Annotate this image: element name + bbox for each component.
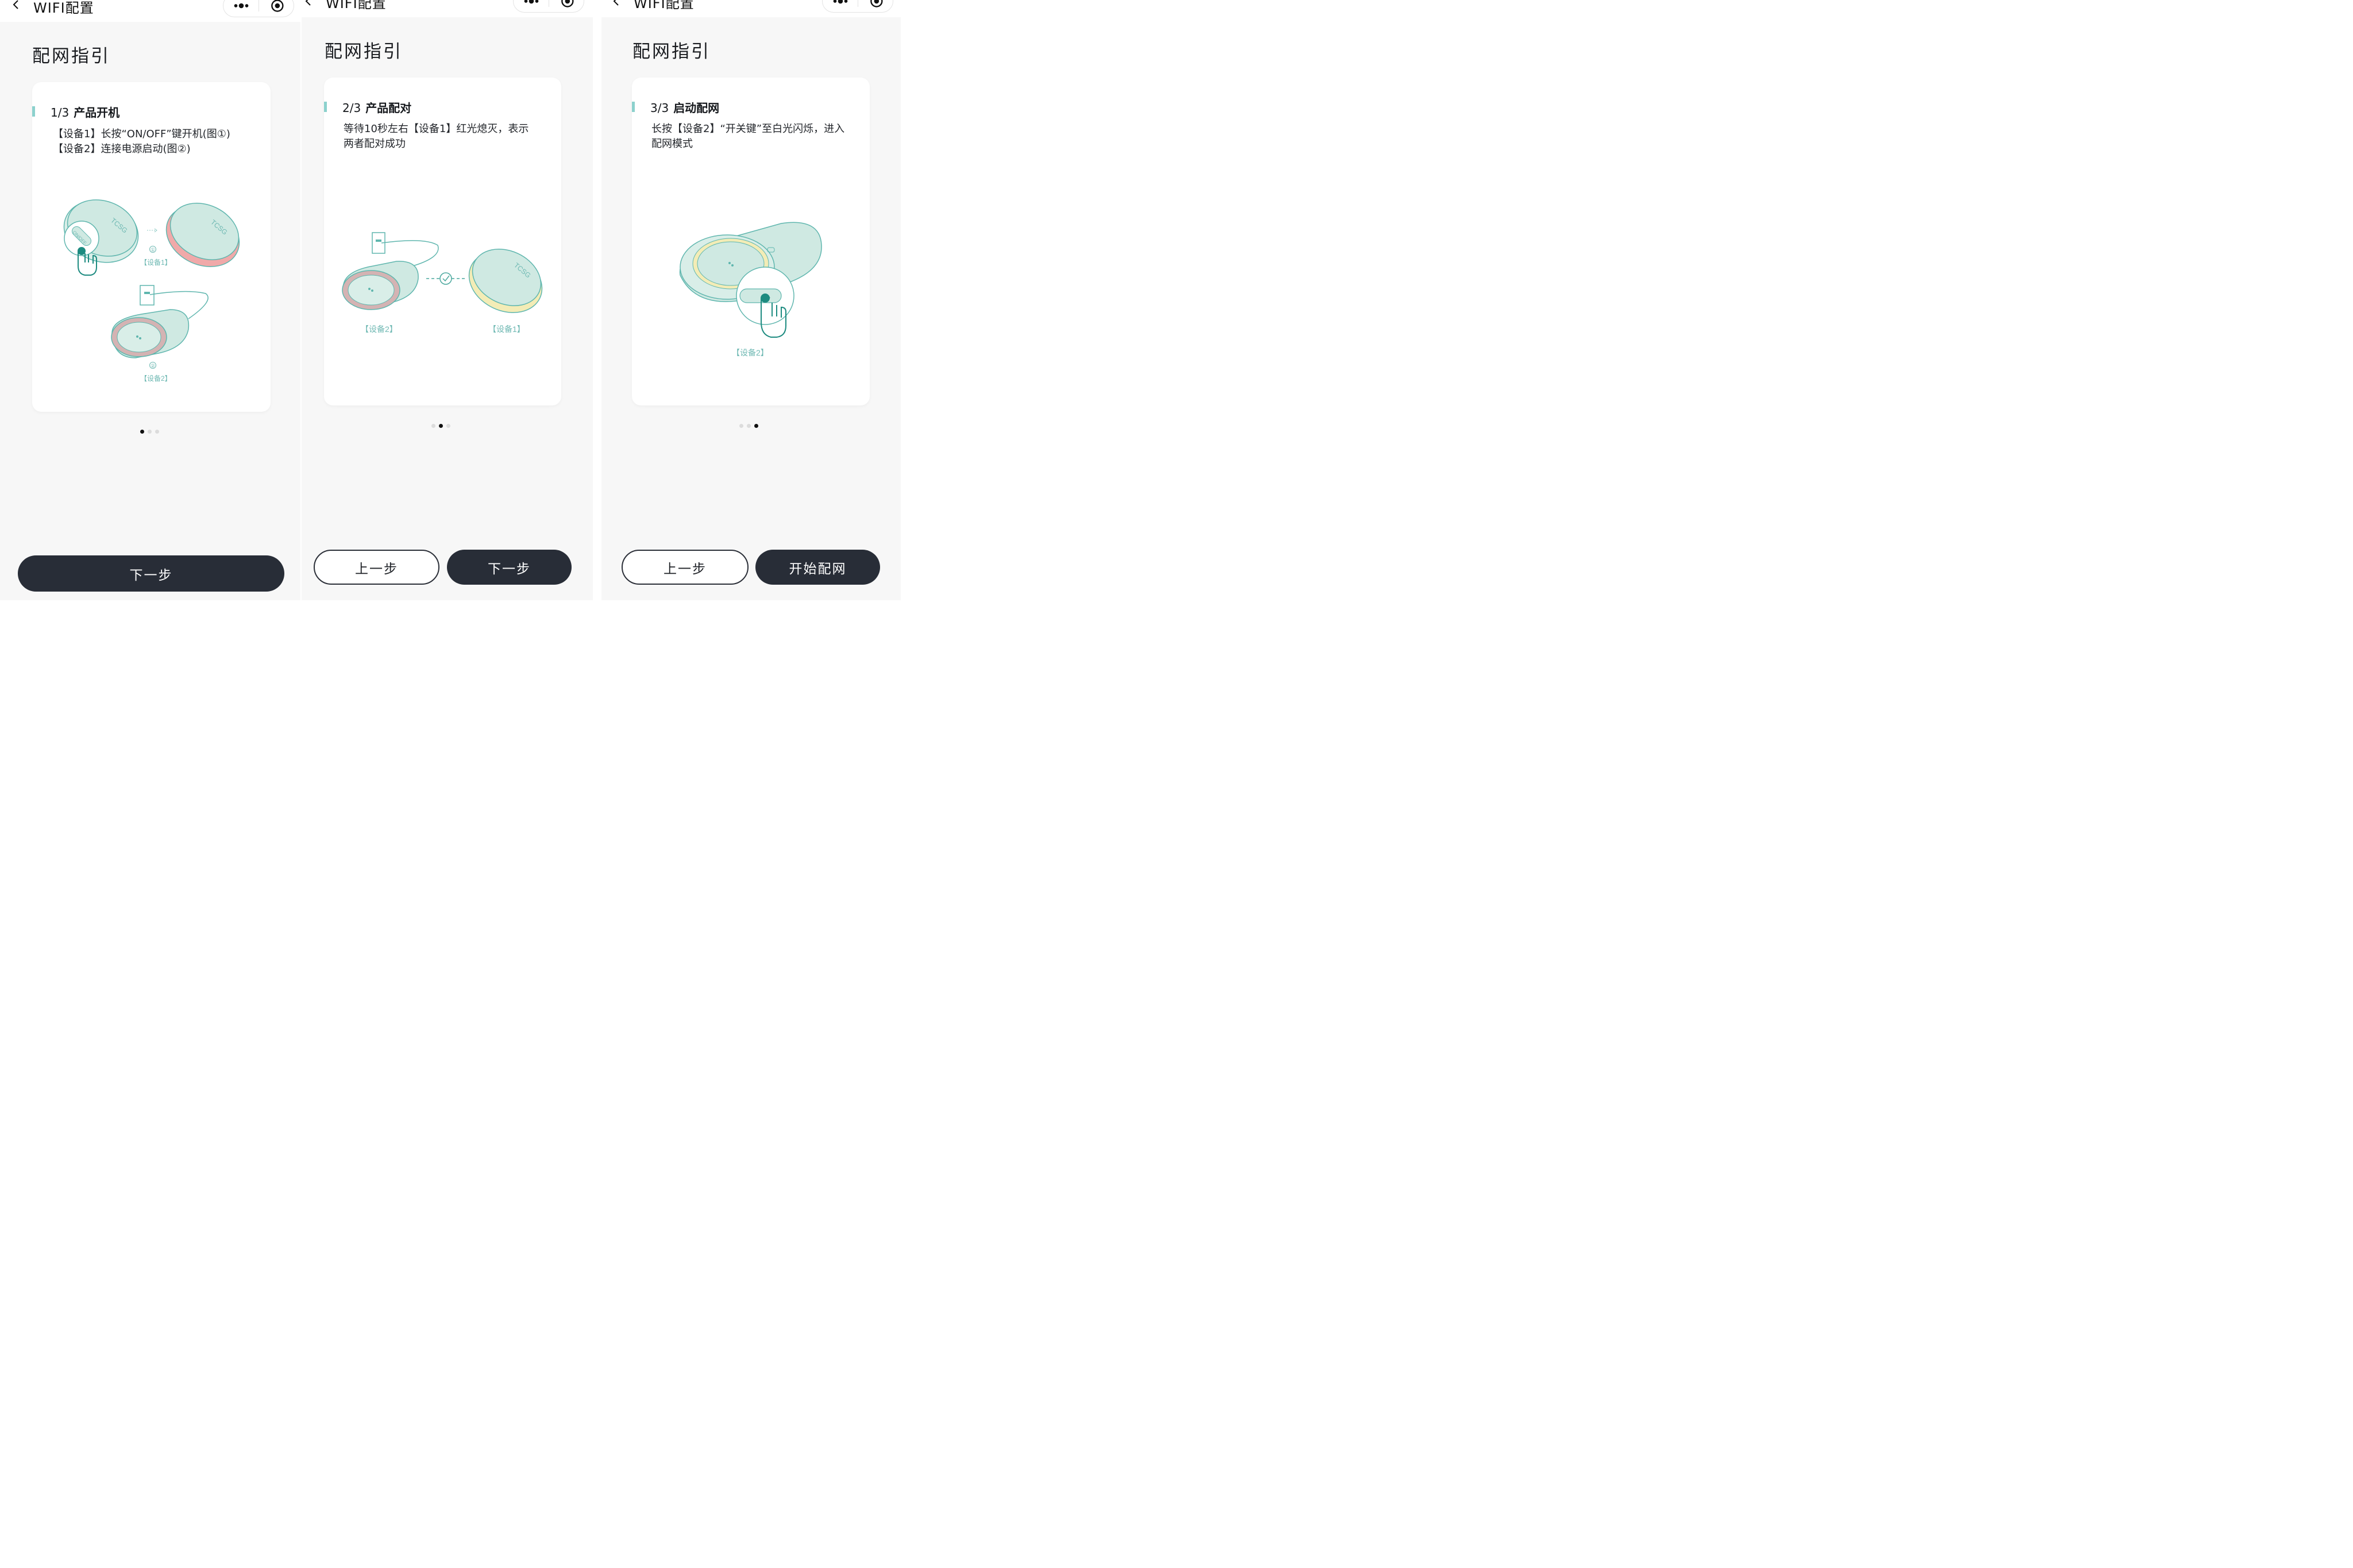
nav-title: WIFI配置 — [33, 0, 94, 16]
pager-dot — [747, 424, 751, 428]
device2-illustration — [111, 309, 190, 358]
accent-bar — [632, 102, 635, 112]
chevron-left-icon[interactable] — [612, 0, 621, 6]
start-network-button[interactable]: 开始配网 — [755, 550, 880, 585]
nav-title: WIFI配置 — [634, 0, 695, 11]
mini-program-capsule — [822, 0, 893, 13]
guide-card: 1/3 产品开机 【设备1】长按“ON/OFF”键开机(图①) 【设备2】连接电源… — [32, 82, 271, 412]
page-heading: 配网指引 — [32, 46, 110, 67]
hand-press-icon — [78, 247, 97, 276]
step-title-text: 产品配对 — [365, 101, 412, 115]
figure-marker-2 — [149, 362, 156, 369]
more-dots-icon[interactable] — [514, 0, 549, 12]
pager-dot-active — [439, 424, 443, 428]
power-outlet-icon — [372, 232, 385, 254]
more-dots-icon[interactable] — [223, 0, 259, 17]
step-description: 等待10秒左右【设备1】红光熄灭，表示 两者配对成功 — [344, 122, 529, 152]
next-step-button[interactable]: 下一步 — [447, 550, 572, 585]
pager-dot — [148, 430, 152, 434]
step-desc-line: 长按【设备2】“开关键”至白光闪烁，进入 — [651, 123, 845, 135]
screen-step-2: WIFI配置 配网指引 2/3 产品配对 等待10秒左右【设备1】红光熄灭，表示 … — [302, 0, 593, 600]
nav-bar: WIFI配置 — [601, 0, 901, 17]
target-icon[interactable] — [548, 0, 584, 12]
mini-program-capsule — [513, 0, 584, 13]
device1-illustration: TCSG ON/OFF — [63, 199, 139, 276]
step-desc-line: 配网模式 — [651, 138, 693, 150]
figure-number-2: ② — [151, 363, 155, 369]
check-circle-icon — [439, 272, 452, 285]
illustration-pairing: TCSG 【设备2】 【设备1】 — [342, 232, 543, 334]
pager-dot — [739, 424, 743, 428]
prev-step-button[interactable]: 上一步 — [314, 550, 439, 585]
target-icon[interactable] — [857, 0, 893, 12]
power-cable — [381, 240, 439, 268]
page-heading: 配网指引 — [325, 41, 403, 62]
step-desc-line: 两者配对成功 — [344, 138, 406, 150]
device2-caption: 【设备2】 — [140, 374, 172, 383]
pager-dot-active — [754, 424, 758, 428]
pager-dot-active — [140, 430, 144, 434]
device1-on-illustration: TCSG — [165, 203, 240, 267]
step-number: 3/3 — [650, 101, 669, 115]
arrow-head — [154, 228, 157, 233]
accent-bar — [32, 106, 35, 117]
nav-title: WIFI配置 — [326, 0, 387, 11]
step-desc-line: 【设备2】连接电源启动(图②) — [53, 143, 191, 155]
power-cable — [149, 291, 209, 319]
step-description: 长按【设备2】“开关键”至白光闪烁，进入 配网模式 — [651, 122, 844, 152]
pager-dots — [739, 424, 762, 428]
illustration-power-on: TCSG ON/OFF ① 【设备1】 TCSG — [63, 199, 240, 383]
prev-step-button[interactable]: 上一步 — [622, 550, 749, 585]
step-description: 【设备1】长按“ON/OFF”键开机(图①) 【设备2】连接电源启动(图②) — [53, 127, 230, 157]
device1-caption: 【设备1】 — [488, 325, 525, 334]
pager-dot — [446, 424, 450, 428]
device1-illustration: TCSG — [468, 249, 543, 313]
nav-bar: WIFI配置 — [302, 0, 593, 17]
device1-caption: 【设备1】 — [140, 258, 172, 267]
screen-step-1: WIFI配置 配网指引 1/3 产品开机 【设备1】长按“ON/OFF”键开机(图… — [0, 0, 300, 600]
chevron-left-icon[interactable] — [11, 0, 21, 9]
guide-card: 3/3 启动配网 长按【设备2】“开关键”至白光闪烁，进入 配网模式 【设备2】 — [632, 78, 870, 405]
step-title: 2/3 产品配对 — [342, 99, 411, 115]
device2-caption: 【设备2】 — [361, 325, 398, 334]
mini-program-capsule — [223, 0, 294, 17]
check-mark — [442, 275, 450, 282]
step-title-text: 产品开机 — [74, 106, 120, 119]
step-number: 2/3 — [342, 101, 361, 115]
device2-illustration — [342, 261, 419, 310]
step-title: 1/3 产品开机 — [51, 103, 119, 120]
step-desc-line: 【设备1】长按“ON/OFF”键开机(图①) — [53, 128, 230, 140]
figure-number-1: ① — [151, 247, 155, 253]
step-title: 3/3 启动配网 — [650, 99, 719, 115]
step-title-text: 启动配网 — [673, 101, 720, 115]
pager-dot — [155, 430, 159, 434]
target-icon[interactable] — [258, 0, 294, 17]
chevron-left-icon[interactable] — [304, 0, 313, 6]
illustration-network-mode: 【设备2】 — [679, 222, 822, 357]
step-number: 1/3 — [51, 106, 70, 119]
step-desc-line: 等待10秒左右【设备1】红光熄灭，表示 — [344, 123, 529, 135]
pager-dot — [431, 424, 435, 428]
hand-press-icon — [761, 293, 786, 338]
accent-bar — [324, 102, 327, 112]
figure-marker-1 — [149, 246, 156, 253]
nav-bar: WIFI配置 — [0, 0, 300, 22]
screen-step-3: WIFI配置 配网指引 3/3 启动配网 长按【设备2】“开关键”至白光闪烁，进入… — [601, 0, 901, 600]
page-heading: 配网指引 — [632, 41, 711, 62]
device2-caption: 【设备2】 — [732, 348, 769, 357]
pager-dots — [140, 430, 163, 434]
more-dots-icon[interactable] — [823, 0, 858, 12]
guide-card: 2/3 产品配对 等待10秒左右【设备1】红光熄灭，表示 两者配对成功 — [324, 78, 561, 405]
next-step-button[interactable]: 下一步 — [18, 555, 284, 592]
pager-dots — [431, 424, 454, 428]
power-outlet-icon — [140, 285, 155, 306]
